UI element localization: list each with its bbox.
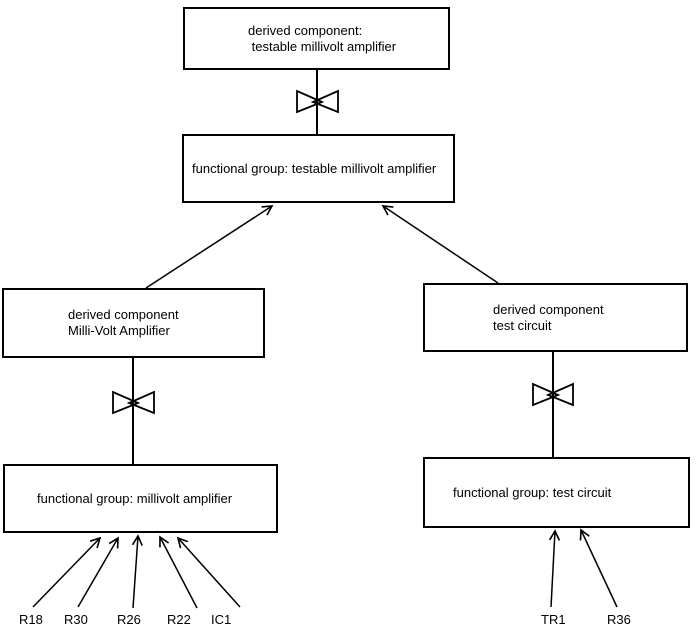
arrow-r22: [159, 535, 198, 609]
leaf-label-tr1: TR1: [541, 612, 566, 627]
box-derived-test-circuit: derived component test circuit: [423, 283, 688, 352]
leaf-label-r22: R22: [167, 612, 191, 627]
leaf-label-ic1: IC1: [211, 612, 232, 627]
leaf-label-r36: R36: [607, 612, 631, 627]
box-derived-millivolt-line2: Milli-Volt Amplifier: [68, 323, 170, 338]
box-functional-testable-label: functional group: testable millivolt amp…: [192, 160, 437, 176]
arrow-derived-millivolt-to-functional-testable: [145, 205, 274, 289]
box-derived-test-circuit-line1: derived component: [493, 301, 604, 317]
arrow-tr1: [548, 529, 561, 608]
arrow-ic1: [176, 536, 241, 608]
box-derived-testable-millivolt-amplifier: derived component: testable millivolt am…: [183, 7, 450, 70]
leaf-label-r26: R26: [117, 612, 141, 627]
box-functional-millivolt-amplifier: functional group: millivolt amplifier: [3, 464, 278, 533]
arrow-r18: [32, 536, 102, 608]
bowtie-icon-top: [296, 89, 339, 114]
bowtie-icon-right: [532, 382, 574, 407]
box-derived-testable-line2: testable millivolt amplifier: [248, 38, 397, 54]
arrow-r26: [131, 534, 143, 609]
arrow-r36: [579, 528, 618, 608]
box-functional-test-circuit: functional group: test circuit: [423, 457, 690, 528]
arrow-derived-testcircuit-to-functional-testable: [381, 205, 499, 284]
box-functional-testable-millivolt-amplifier: functional group: testable millivolt amp…: [182, 134, 455, 203]
box-functional-test-circuit-label: functional group: test circuit: [453, 484, 612, 500]
arrow-r30: [77, 536, 119, 608]
box-functional-millivolt-label: functional group: millivolt amplifier: [37, 490, 233, 506]
box-derived-testable-line1: derived component:: [248, 22, 363, 38]
box-derived-millivolt-amplifier: derived component Milli-Volt Amplifier: [2, 288, 265, 358]
box-derived-test-circuit-line2: test circuit: [493, 317, 552, 333]
leaf-label-r18: R18: [19, 612, 43, 627]
leaf-label-r30: R30: [64, 612, 88, 627]
box-derived-millivolt-line1: derived component: [68, 307, 179, 322]
bowtie-icon-left: [112, 390, 155, 415]
